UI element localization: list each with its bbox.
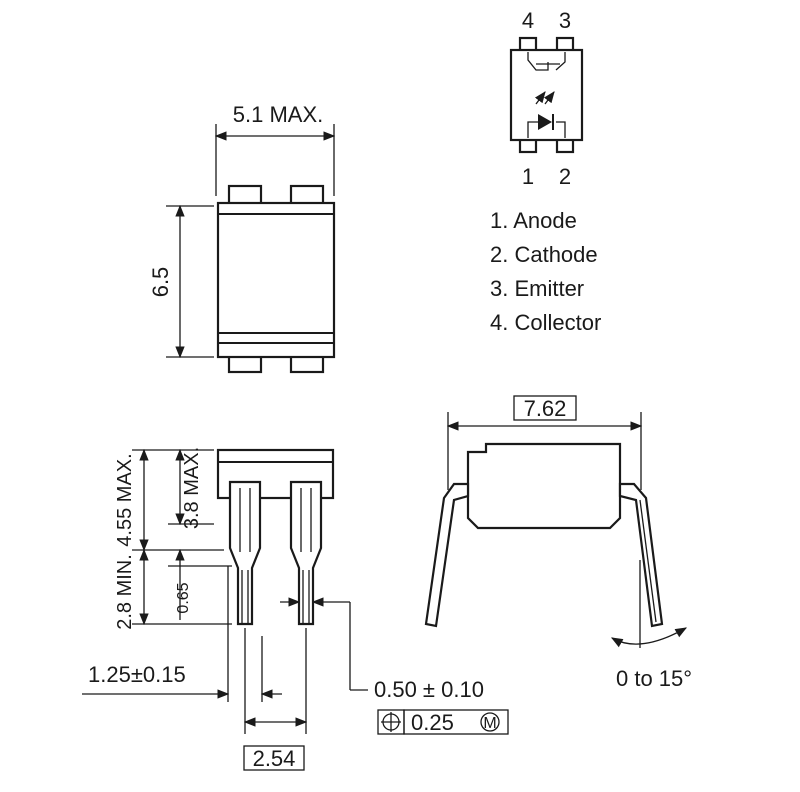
seat-height-label: 3.8 MAX. [181, 447, 203, 529]
top-view-pad [289, 354, 325, 374]
lead-width-label: 0.65 [175, 582, 192, 613]
top-view-width-label: 5.1 MAX. [233, 102, 323, 127]
side-view: 4.55 MAX. 3.8 MAX. 2.8 MIN. 0.65 1.25±0.… [82, 447, 509, 771]
pin-legend: 1. Anode 2. Cathode 3. Emitter 4. Collec… [490, 208, 601, 335]
side-view-lead [228, 480, 262, 626]
pin-legend-item: 1. Anode [490, 208, 577, 233]
pin-number-4: 4 [522, 8, 534, 33]
pin-number-2: 2 [559, 164, 571, 189]
body-height-label: 4.55 MAX. [114, 453, 136, 546]
pin-number-3: 3 [559, 8, 571, 33]
top-view-body [216, 201, 336, 359]
position-tolerance-frame: 0.25 M [377, 709, 509, 735]
end-view: 7.62 0 to 15° [424, 395, 692, 691]
top-view: 5.1 MAX. 6.5 [148, 102, 336, 374]
pin-legend-item: 3. Emitter [490, 276, 584, 301]
lead-offset-label: 1.25±0.15 [88, 662, 186, 687]
top-view-pad [289, 184, 325, 206]
end-view-body [466, 442, 622, 530]
side-view-lead [289, 480, 323, 626]
top-view-pad [227, 354, 263, 374]
top-view-pad [227, 184, 263, 206]
tolerance-modifier: M [483, 715, 496, 732]
lead-length-label: 2.8 MIN. [114, 554, 136, 630]
lead-thickness-label: 0.50 ± 0.10 [374, 677, 484, 702]
lead-angle-label: 0 to 15° [616, 666, 692, 691]
end-view-lead-left [424, 482, 470, 628]
pitch-label: 2.54 [253, 746, 296, 771]
pin-number-1: 1 [522, 164, 534, 189]
pinout-schematic: 4 3 1 2 [509, 8, 584, 189]
row-spacing-label: 7.62 [524, 396, 567, 421]
mmc-modifier-icon [480, 712, 500, 732]
tolerance-value: 0.25 [411, 710, 454, 735]
top-view-height-label: 6.5 [148, 267, 173, 298]
pin-legend-item: 4. Collector [490, 310, 601, 335]
pin-legend-item: 2. Cathode [490, 242, 598, 267]
